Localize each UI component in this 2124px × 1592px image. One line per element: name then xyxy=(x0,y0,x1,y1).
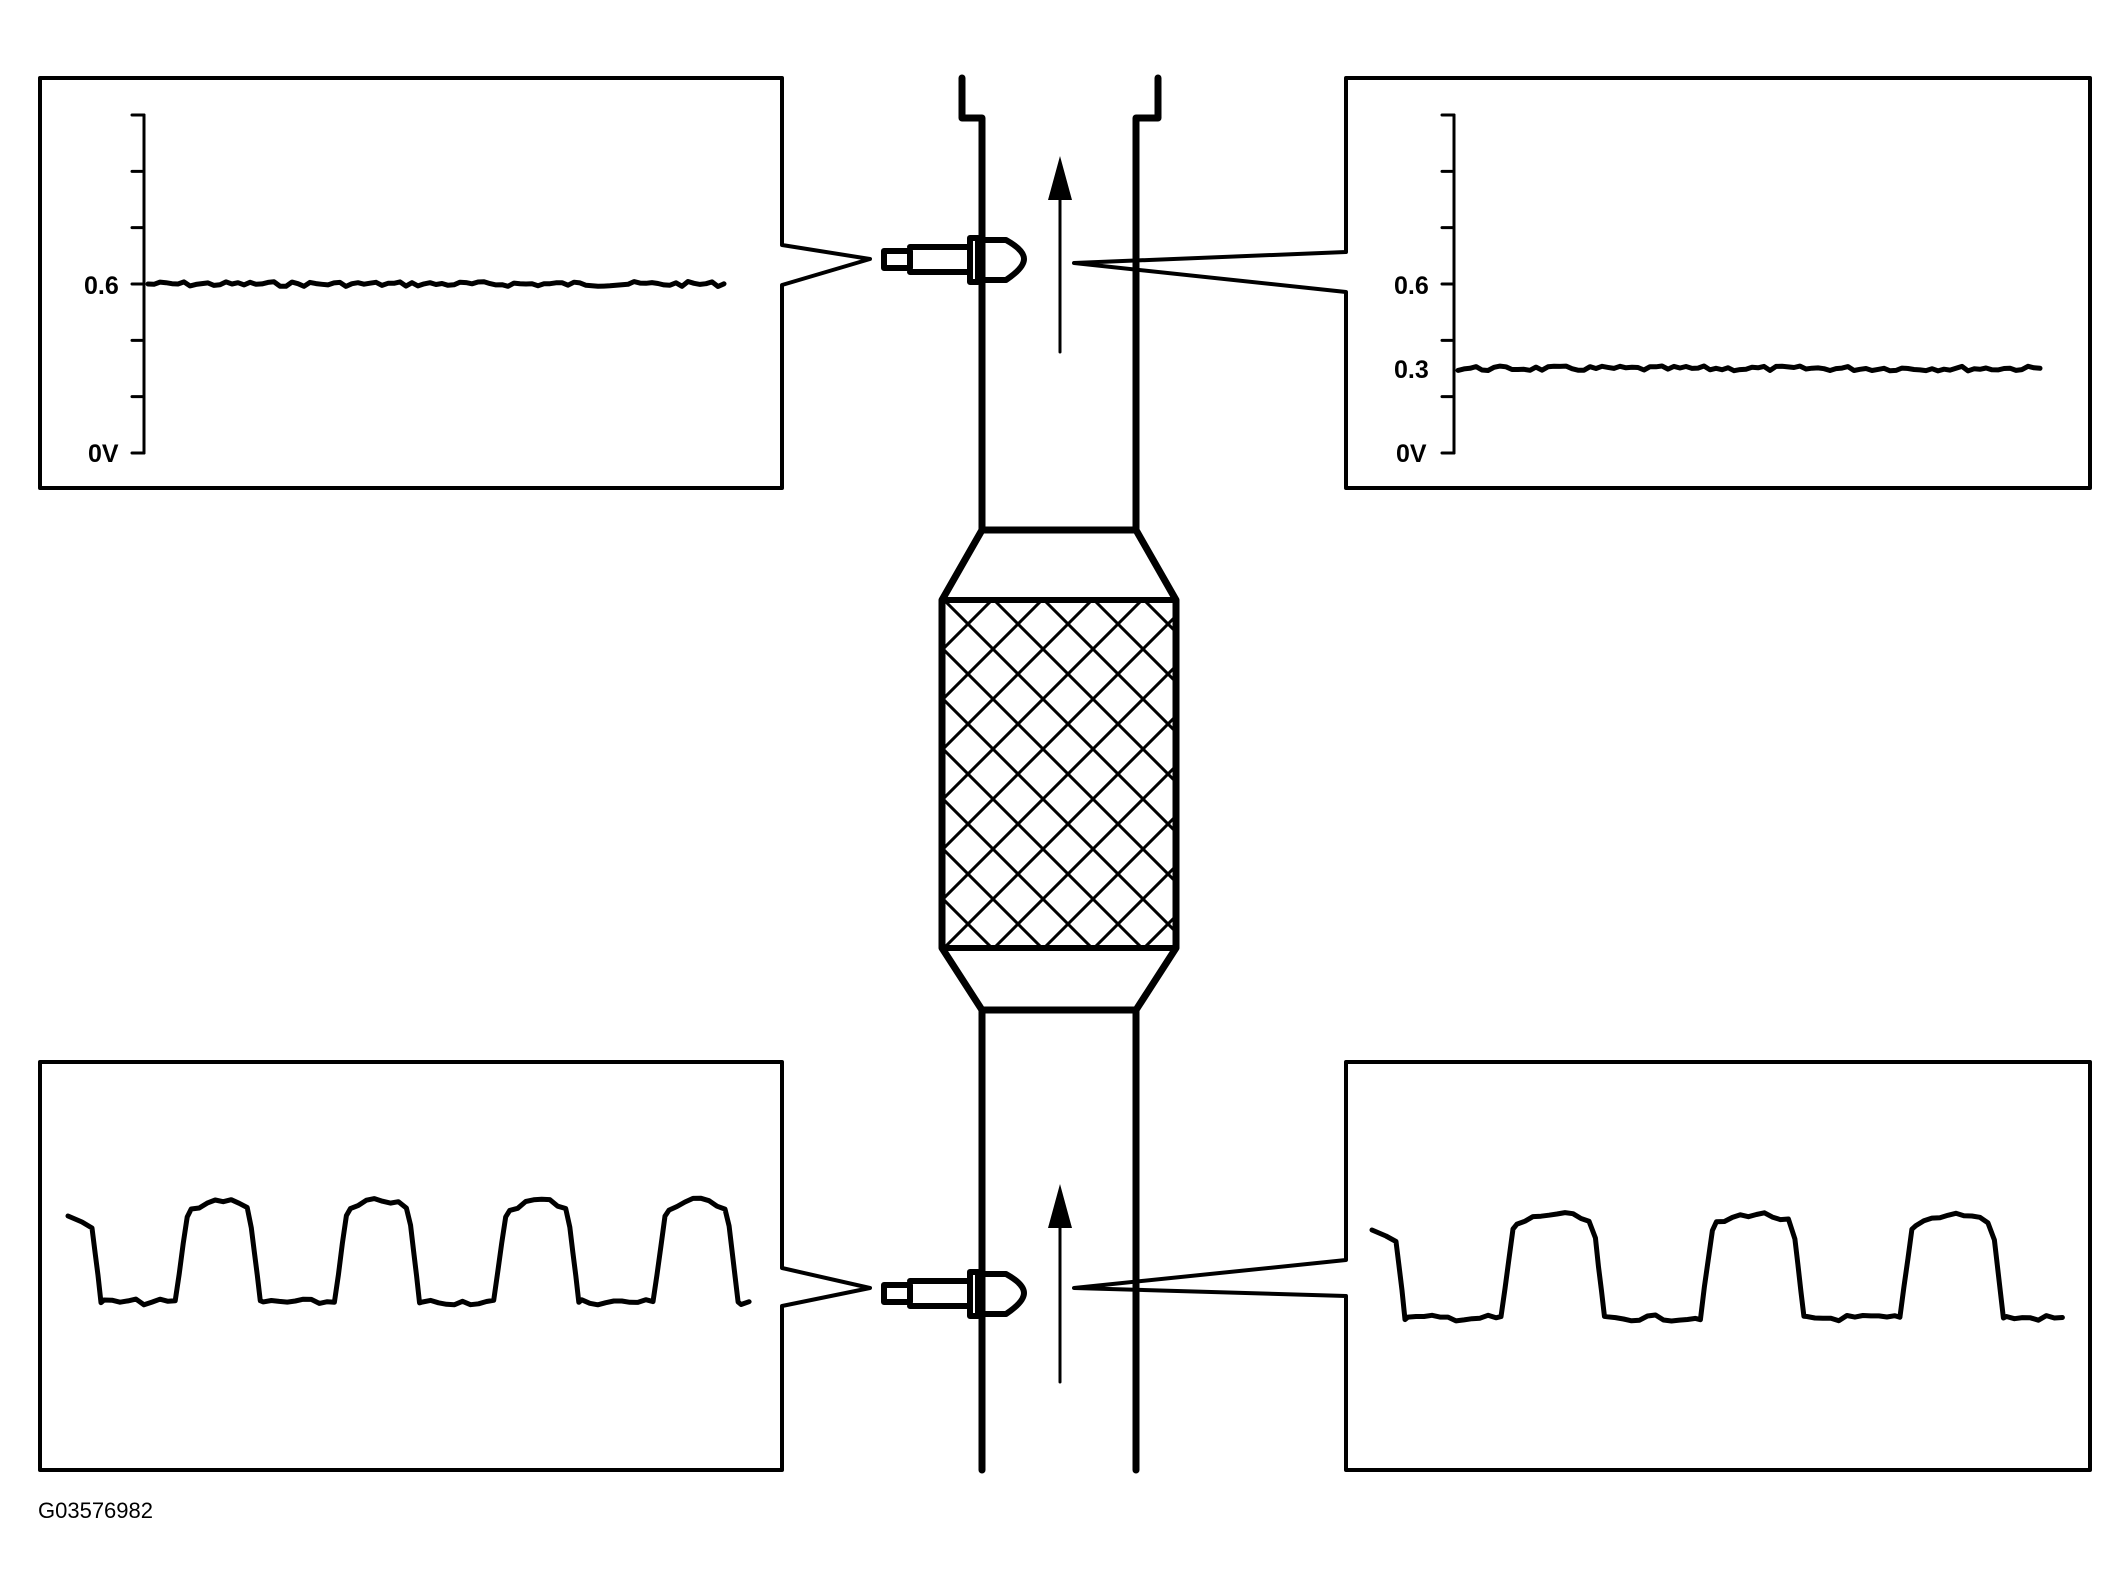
scope-lower-right xyxy=(1072,1060,2092,1472)
catalytic-converter xyxy=(544,526,1892,1014)
exhaust-pipe xyxy=(958,74,1162,1474)
mesh-line xyxy=(1394,600,1742,948)
catalyst-mesh xyxy=(544,600,1892,948)
axis-label-0-6: 0.6 xyxy=(84,272,119,300)
mesh-line xyxy=(1142,600,1176,635)
mesh-line xyxy=(1394,600,1742,948)
mesh-line xyxy=(944,600,1044,701)
signal-trace-upper-left xyxy=(145,279,727,289)
mesh-line xyxy=(594,600,942,948)
signal-trace-upper-right xyxy=(1455,363,2043,374)
mesh-line xyxy=(1294,600,1642,948)
axis-label-0v: 0V xyxy=(1396,440,1427,468)
upstream-oxygen-sensor xyxy=(881,1269,1027,1319)
axis-label-0v: 0V xyxy=(88,440,119,468)
callout-frame-upper-left xyxy=(38,76,872,490)
axis-label-0-6: 0.6 xyxy=(1394,272,1429,300)
mesh-line xyxy=(1544,600,1892,948)
mesh-line xyxy=(944,663,1176,901)
mesh-line xyxy=(1244,600,1592,948)
callout-frame-upper-right xyxy=(1072,76,2092,490)
mesh-line xyxy=(594,600,942,948)
mesh-line xyxy=(1244,600,1592,948)
mesh-line xyxy=(1344,600,1692,948)
mesh-line xyxy=(944,797,1094,948)
figure-id: G03576982 xyxy=(38,1498,153,1523)
mesh-line xyxy=(1092,863,1176,948)
mesh-line xyxy=(1444,600,1792,948)
signal-trace-lower-right xyxy=(1369,1210,2065,1324)
mesh-line xyxy=(1444,600,1792,948)
downstream-oxygen-sensor xyxy=(881,235,1027,285)
mesh-line xyxy=(1194,600,1542,948)
signal-trace-lower-left xyxy=(65,1195,752,1308)
mesh-line xyxy=(944,600,1144,801)
mesh-line xyxy=(1092,600,1176,685)
scope-upper-right: 0.6 0.3 0V xyxy=(1072,76,2092,490)
mesh-line xyxy=(944,847,1044,948)
mesh-line xyxy=(1544,600,1892,948)
mesh-line xyxy=(944,600,1094,751)
mesh-line xyxy=(992,763,1176,948)
mesh-line xyxy=(944,613,1176,851)
scope-upper-left: 0.6 0V xyxy=(38,76,872,490)
mesh-line xyxy=(1494,600,1842,948)
flow-arrow-downstream xyxy=(1048,156,1072,354)
mesh-line xyxy=(544,600,892,948)
converter-shell xyxy=(938,526,1180,1014)
mesh-line xyxy=(1494,600,1842,948)
mesh-line xyxy=(1194,600,1542,948)
callout-frame-lower-right xyxy=(1072,1060,2092,1472)
callout-frame-lower-left xyxy=(38,1060,872,1472)
mesh-line xyxy=(1294,600,1642,948)
mesh-line xyxy=(944,713,1176,948)
scope-lower-left xyxy=(38,1060,872,1472)
mesh-line xyxy=(1344,600,1692,948)
mesh-line xyxy=(544,600,892,948)
flow-arrow-upstream xyxy=(1048,1184,1072,1384)
mesh-line xyxy=(1042,600,1176,735)
mesh-line xyxy=(1042,813,1176,948)
axis-label-0-3: 0.3 xyxy=(1394,356,1429,384)
mesh-line xyxy=(1142,913,1176,948)
